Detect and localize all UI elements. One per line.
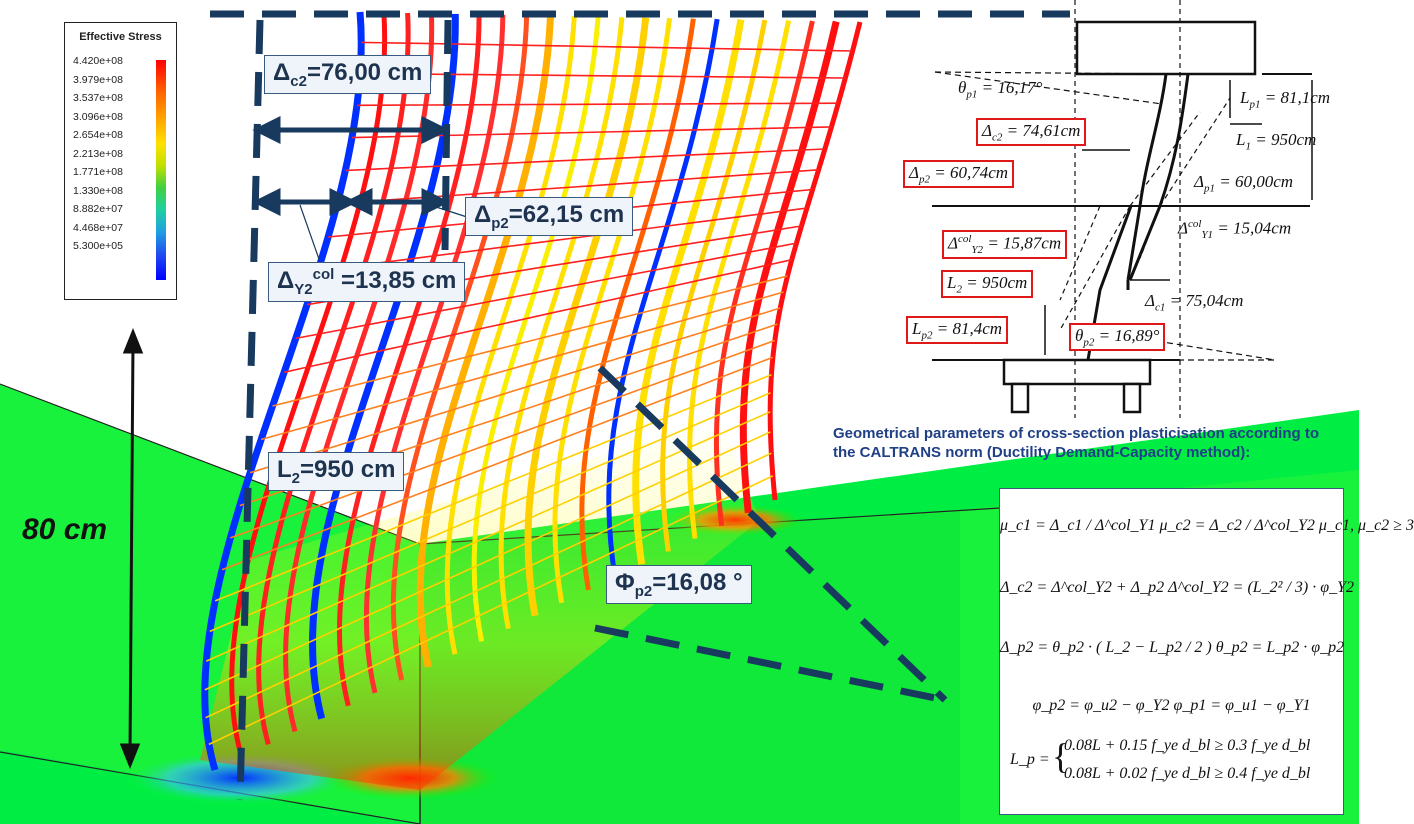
formula-box: μ_c1 = Δ_c1 / Δ^col_Y1 μ_c2 = Δ_c2 / Δ^c… [999,488,1414,815]
foundation-block [1002,358,1152,386]
mesh-rung-line [361,41,853,52]
mesh-rung-line [230,339,776,539]
column-outline-dashed [210,10,1070,801]
legend-value: 3.096e+08 [73,110,123,123]
label-delta-p1: Δp1 = 60,00cm [1194,172,1294,195]
mesh-rung-line [260,291,784,441]
plastic-hinge-schematic [932,0,1313,418]
label-theta-p1: θp1 = 16,17° [958,78,1043,101]
stress-legend: Effective Stress 4.420e+08 3.979e+08 3.537… [64,22,177,300]
annotation-phi-p2: Φp2=16,08 ° [606,565,752,604]
legend-value: 1.330e+08 [73,184,123,197]
mesh-rung-line [283,258,792,374]
legend-color-bar [156,60,166,280]
label-delta-p2: Δp2 = 60,74cm [903,160,1015,189]
mesh-rung-line [337,169,819,205]
mesh-rung-line [204,431,771,691]
legend-value: 8.882e+07 [73,203,123,215]
legend-value: 2.654e+08 [73,129,123,141]
mesh-rung-line [357,102,839,107]
formula-curvature: φ_p2 = φ_u2 − φ_Y2 φ_p1 = φ_u1 − φ_Y1 [1032,697,1311,714]
mesh-rung-line [345,148,825,172]
label-lp2: Lp2 = 81,4cm [906,316,1009,345]
label-l1: L1 = 950cm [1236,130,1317,153]
legend-value: 3.979e+08 [73,73,123,86]
formula-brace: { [1052,736,1070,776]
mesh-rung-line [208,475,774,746]
annotation-delta-y2-col: ΔY2col =13,85 cm [268,262,466,302]
dimension-arrows [252,115,471,263]
wall-stress-fade [200,420,760,790]
formula-lp-case2: 0.08L + 0.02 f_ye d_bl ≥ 0.4 f_ye d_bl [1064,765,1311,782]
mesh-rung-line [205,452,772,719]
legend-value: 4.420e+08 [73,55,123,67]
height-label: 80 cm [22,513,108,546]
top-mass-block [1075,20,1257,76]
formula-lp-case1: 0.08L + 0.15 f_ye d_bl ≥ 0.3 f_ye d_bl [1064,737,1311,754]
height-arrow [119,327,144,770]
label-theta-p2: θp2 = 16,89° [1069,323,1166,352]
formula-delta-c2: Δ_c2 = Δ^col_Y2 + Δ_p2 Δ^col_Y2 = (L_2² … [1000,579,1354,596]
mesh-rung-line [209,392,771,633]
label-l2: L2 = 950cm [941,270,1034,299]
legend-value: 1.771e+08 [73,166,123,178]
mesh-rung-line [295,242,797,340]
label-delta-c2: Δc2 = 74,61cm [976,118,1087,147]
legend-value: 5.300e+05 [73,240,123,252]
mesh-rung-line [214,373,772,602]
formula-lp-lhs: L_p = [1010,751,1050,768]
annotation-delta-p2: Δp2=62,15 cm [465,197,634,236]
mesh-rung-line [205,411,771,662]
annotation-delta-c2: Δc2=76,00 cm [264,55,432,94]
mesh-rung-line [317,207,808,272]
legend-value: 3.537e+08 [73,92,123,104]
annotation-l2: L2=950 cm [268,452,405,491]
caption-text: Geometrical parameters of cross-section … [833,425,1319,461]
label-delta-c1: Δc1 = 75,04cm [1145,291,1244,314]
legend-values: 4.420e+08 3.979e+08 3.537e+08 3.096e+08 2.65… [73,52,123,256]
legend-value: 4.468e+07 [73,221,123,234]
mesh-rung-line [221,356,774,571]
mesh-column-line [767,21,863,501]
mesh-rung-line [249,307,781,474]
formula-delta-p2: Δ_p2 = θ_p2 · ( L_2 − L_p2 / 2 ) θ_p2 = … [1000,639,1345,656]
mesh-rung-line [272,275,788,407]
legend-value: 2.213e+08 [73,147,123,160]
formula-ductility: μ_c1 = Δ_c1 / Δ^col_Y1 μ_c2 = Δ_c2 / Δ^c… [1000,517,1414,534]
label-lp1: Lp1 = 81,1cm [1240,88,1331,111]
mesh-rung-line [360,72,846,79]
legend-title: Effective Stress [79,31,162,43]
label-delta-y2-col: ΔcolY2 = 15,87cm [942,230,1068,260]
label-delta-y1-col: ΔcolY1 = 15,04cm [1178,218,1292,242]
